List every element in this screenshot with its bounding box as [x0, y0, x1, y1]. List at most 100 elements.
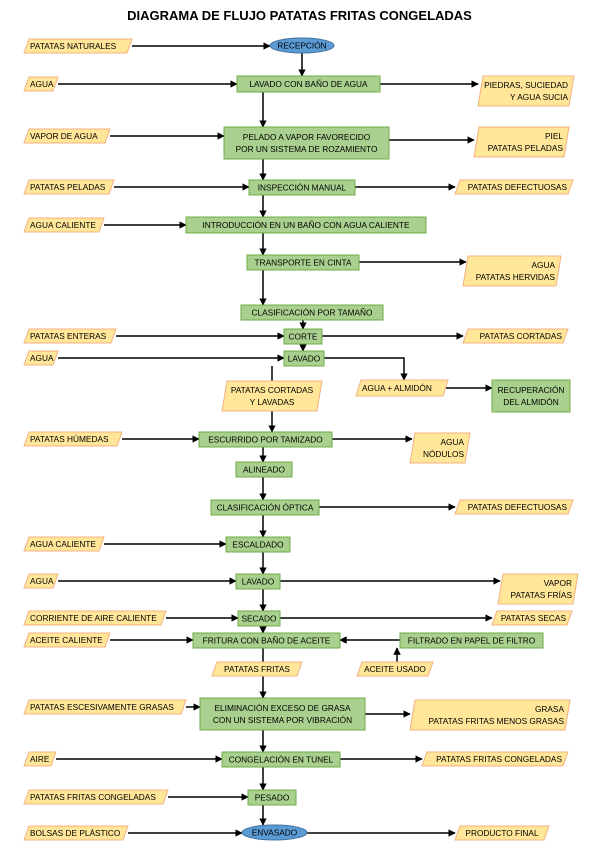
node-shape: [235, 461, 293, 478]
node-label: CLASIFICACIÓN ÓPTICA: [217, 503, 314, 513]
node-label: AGUA CALIENTE: [30, 539, 96, 549]
node-in-agua-caliente2: AGUA CALIENTE: [23, 536, 105, 552]
node-recepcion: RECEPCIÓN: [269, 37, 335, 54]
node-shape: [269, 37, 335, 54]
node-label: LAVADO CON BAÑO DE AGUA: [249, 79, 368, 89]
node-in-agua3: AGUA: [23, 573, 59, 589]
node-shape: [454, 825, 550, 841]
node-lavado3: LAVADO: [235, 573, 281, 590]
node-shape: [283, 328, 323, 345]
node-label: LAVADO: [242, 577, 275, 587]
node-shape: [210, 499, 320, 516]
node-label: ESCURRIDO POR TAMIZADO: [208, 435, 323, 445]
node-in-patatas-naturales: PATATAS NATURALES: [23, 38, 133, 54]
node-shape: [221, 380, 323, 412]
node-label: PATATAS HÚMEDAS: [30, 434, 109, 444]
node-label: AGUA + ALMIDÓN: [362, 383, 432, 393]
node-label: RECEPCIÓN: [277, 41, 326, 51]
node-in-aceite-caliente: ACEITE CALIENTE: [23, 632, 111, 648]
node-shape: [237, 610, 281, 627]
node-shape: [23, 38, 133, 54]
node-shape: [477, 75, 575, 107]
node-shape: [23, 610, 167, 626]
connector-arrow: [324, 357, 408, 381]
node-shape: [23, 350, 59, 366]
node-out-defectuosas2: PATATAS DEFECTUOSAS: [454, 499, 574, 515]
node-label: PATATAS FRITAS CONGELADAS: [436, 754, 562, 764]
node-label: PATATAS DEFECTUOSAS: [468, 502, 568, 512]
node-shape: [283, 350, 325, 367]
node-shape: [497, 573, 579, 605]
node-shape: [23, 328, 117, 344]
node-shape: [491, 379, 571, 413]
node-out-patatas-secas: PATATAS SECAS: [491, 610, 573, 626]
node-lavado1: LAVADO CON BAÑO DE AGUA: [236, 75, 381, 93]
node-in-escesivamente: PATATAS ESCESIVAMENTE GRASAS: [23, 699, 187, 715]
node-shape: [23, 789, 169, 805]
node-shape: [23, 751, 57, 767]
node-label: AGUA: [440, 437, 464, 447]
node-shape: [355, 379, 449, 397]
node-out-agua-almidon: AGUA + ALMIDÓN: [355, 379, 449, 397]
node-shape: [23, 76, 59, 92]
node-shape: [399, 632, 544, 649]
node-label: CORRIENTE DE AIRE CALIENTE: [30, 613, 157, 623]
node-shape: [409, 699, 571, 731]
node-inspeccion: INSPECCIÓN MANUAL: [248, 179, 356, 196]
node-shape: [211, 661, 303, 677]
node-label: PATATAS NATURALES: [30, 41, 117, 51]
node-label: GRASA: [535, 704, 565, 714]
node-label: AGUA CALIENTE: [30, 220, 96, 230]
node-shape: [23, 536, 105, 552]
node-label: PATATAS CORTADAS: [231, 385, 314, 395]
node-shape: [454, 179, 574, 195]
node-label: INTRODUCCIÓN EN UN BAÑO CON AGUA CALIENT…: [203, 220, 410, 230]
node-label: CORTE: [289, 332, 318, 342]
node-shape: [421, 751, 569, 767]
node-shape: [23, 573, 59, 589]
node-label: INSPECCIÓN MANUAL: [258, 183, 347, 193]
node-label: SECADO: [241, 614, 277, 624]
node-in-agua2: AGUA: [23, 350, 59, 366]
node-pesado: PESADO: [247, 789, 297, 806]
node-shape: [235, 573, 281, 590]
node-escurrido: ESCURRIDO POR TAMIZADO: [198, 431, 333, 448]
diagram-title: DIAGRAMA DE FLUJO PATATAS FRITAS CONGELA…: [127, 8, 472, 23]
node-label: PATATAS ENTERAS: [30, 331, 107, 341]
node-in-fritas-congeladas: PATATAS FRITAS CONGELADAS: [23, 789, 169, 805]
node-in-aceite-usado: ACEITE USADO: [356, 661, 434, 677]
node-shape: [23, 632, 111, 648]
node-shape: [454, 499, 574, 515]
node-in-vapor: VAPOR DE AGUA: [23, 128, 111, 144]
node-in-patatas-peladas: PATATAS PELADAS: [23, 179, 115, 195]
node-shape: [223, 126, 390, 160]
node-shape: [221, 751, 341, 768]
node-label: PATATAS PELADAS: [30, 182, 106, 192]
node-label: CON UN SISTEMA POR VIBRACIÓN: [213, 715, 352, 725]
node-label: PATATAS FRÍAS: [511, 590, 573, 600]
node-secado: SECADO: [237, 610, 281, 627]
node-shape: [240, 304, 384, 321]
node-label: FILTRADO EN PAPEL DE FILTRO: [408, 636, 536, 646]
node-shape: [23, 699, 187, 715]
node-out-producto: PRODUCTO FINAL: [454, 825, 550, 841]
node-shape: [462, 328, 569, 344]
node-shape: [192, 632, 341, 649]
node-filtrado: FILTRADO EN PAPEL DE FILTRO: [399, 632, 544, 649]
node-out-fritas-congeladas: PATATAS FRITAS CONGELADAS: [421, 751, 569, 767]
node-clasif-tam: CLASIFICACIÓN POR TAMAÑO: [240, 304, 384, 321]
node-shape: [409, 432, 471, 464]
node-label: PELADO A VAPOR FAVORECIDO: [243, 132, 371, 142]
node-clasif-opt: CLASIFICACIÓN ÓPTICA: [210, 499, 320, 516]
node-label: TRANSPORTE EN CINTA: [255, 258, 352, 268]
node-label: PATATAS CORTADAS: [480, 331, 563, 341]
node-in-patatas-humedas: PATATAS HÚMEDAS: [23, 431, 123, 447]
node-label: PRODUCTO FINAL: [465, 828, 539, 838]
node-out-defectuosas1: PATATAS DEFECTUOSAS: [454, 179, 574, 195]
